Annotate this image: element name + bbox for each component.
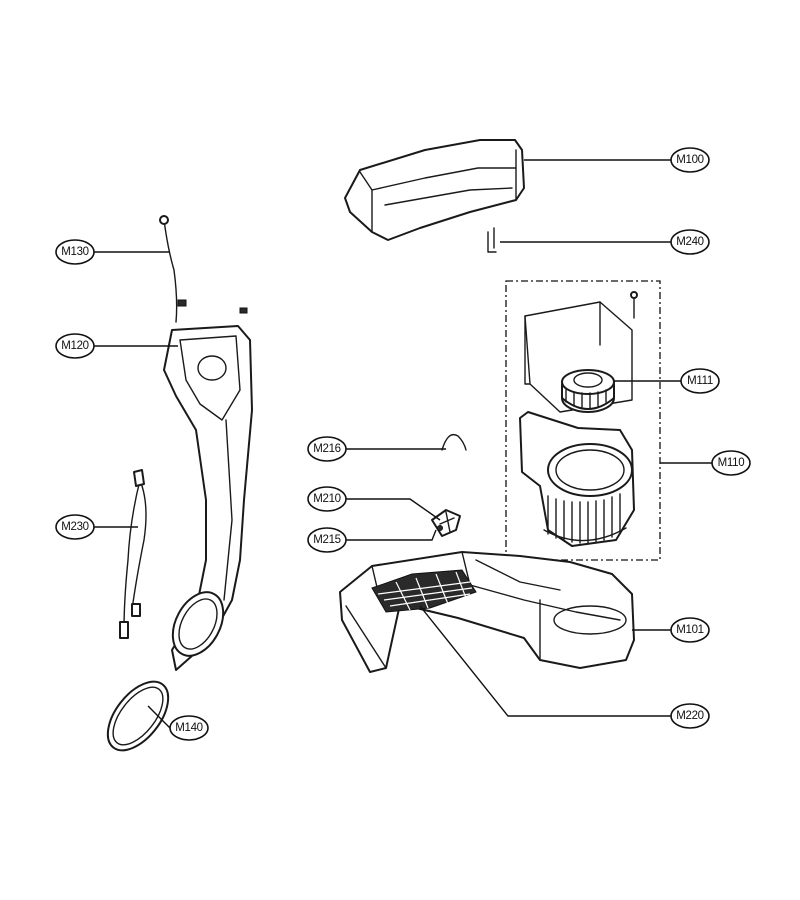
callout-m216-text: M216 bbox=[313, 443, 341, 455]
callout-m100: M100 bbox=[670, 147, 710, 173]
callout-m110: M110 bbox=[711, 450, 751, 476]
callout-m111-text: M111 bbox=[687, 375, 713, 387]
callout-m216: M216 bbox=[307, 436, 347, 462]
part-motor bbox=[561, 369, 615, 413]
part-gasket bbox=[106, 680, 170, 752]
callout-m230-text: M230 bbox=[61, 521, 89, 533]
part-filter-grille bbox=[371, 569, 477, 613]
callout-m230: M230 bbox=[55, 514, 95, 540]
callout-m215-text: M215 bbox=[313, 534, 341, 546]
leader-m210 bbox=[346, 498, 441, 521]
callout-m120-text: M120 bbox=[61, 340, 89, 352]
leader-m215 bbox=[346, 529, 437, 541]
callout-m210-text: M210 bbox=[313, 493, 341, 505]
part-small-bracket bbox=[487, 227, 497, 253]
part-blower-assembly bbox=[519, 291, 638, 547]
callout-m120: M120 bbox=[55, 333, 95, 359]
leader-m140 bbox=[147, 705, 171, 729]
part-base-housing bbox=[339, 551, 635, 673]
part-exhaust-duct bbox=[163, 299, 253, 671]
callout-m101-text: M101 bbox=[676, 624, 704, 636]
callout-m130: M130 bbox=[55, 239, 95, 265]
assembly-boundary-box bbox=[505, 280, 661, 561]
part-spring-clip bbox=[441, 433, 467, 451]
callout-m220: M220 bbox=[670, 703, 710, 729]
part-wire-harness bbox=[119, 469, 147, 639]
callout-m240-text: M240 bbox=[676, 236, 704, 248]
callout-m210: M210 bbox=[307, 486, 347, 512]
callout-m130-text: M130 bbox=[61, 246, 89, 258]
callout-m220-text: M220 bbox=[676, 710, 704, 722]
callout-m101: M101 bbox=[670, 617, 710, 643]
leader-lines bbox=[94, 159, 713, 729]
part-wire-lead bbox=[159, 215, 178, 323]
callout-m100-text: M100 bbox=[676, 154, 704, 166]
callout-m215: M215 bbox=[307, 527, 347, 553]
callout-m111: M111 bbox=[680, 368, 720, 394]
part-sensor bbox=[431, 509, 461, 537]
callout-m240: M240 bbox=[670, 229, 710, 255]
callout-m140-text: M140 bbox=[175, 722, 203, 734]
part-top-cover bbox=[344, 139, 525, 241]
callout-m110-text: M110 bbox=[718, 457, 745, 469]
callout-m140: M140 bbox=[169, 715, 209, 741]
leader-m220 bbox=[419, 605, 672, 717]
